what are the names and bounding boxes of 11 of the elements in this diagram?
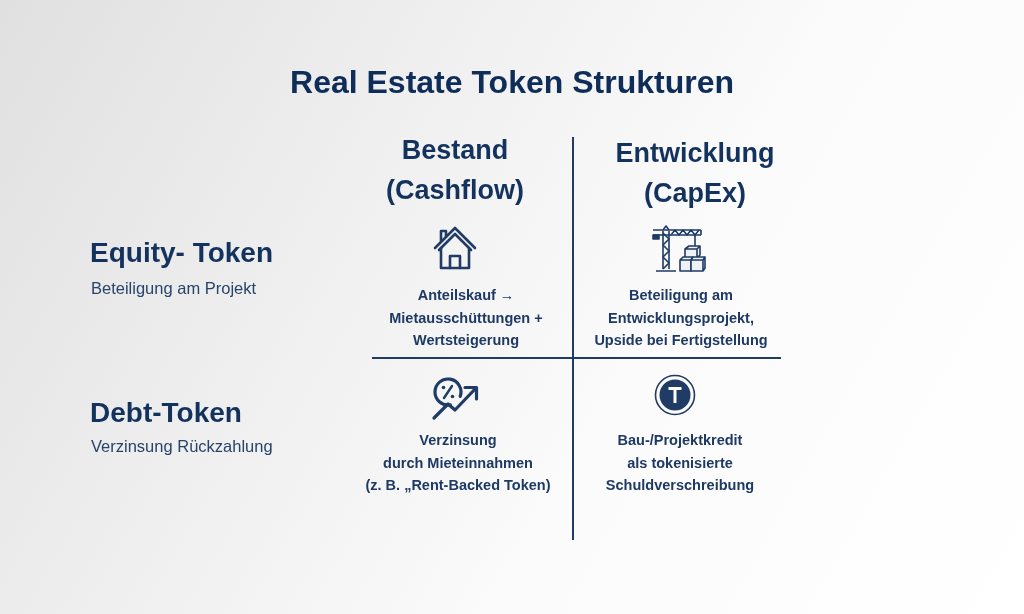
row-heading: Debt-Token	[90, 396, 242, 430]
row-description: Verzinsung Rückzahlung	[91, 436, 273, 457]
cell-description: Anteilskauf → Mietausschüttungen + Wertsteigerung	[388, 286, 544, 350]
title: Real Estate Token Strukturen	[289, 63, 735, 102]
cell-description: Verzinsung durch Mieteinnahmen (z. B. „Rent-Backed Token)	[364, 431, 552, 495]
column-heading: Entwicklung (CapEx)	[614, 137, 776, 210]
column-heading: Bestand (Cashflow)	[385, 134, 525, 207]
cell-description: Beteiligung am Entwicklungsprojekt, Upside bei Fertigstellung	[593, 286, 769, 350]
cell-description: Bau-/Projektkredit als tokenisierte Schuldverschreibung	[604, 431, 756, 495]
row-heading: Equity- Token	[90, 236, 274, 270]
row-description: Beteiligung am Projekt	[91, 278, 257, 299]
